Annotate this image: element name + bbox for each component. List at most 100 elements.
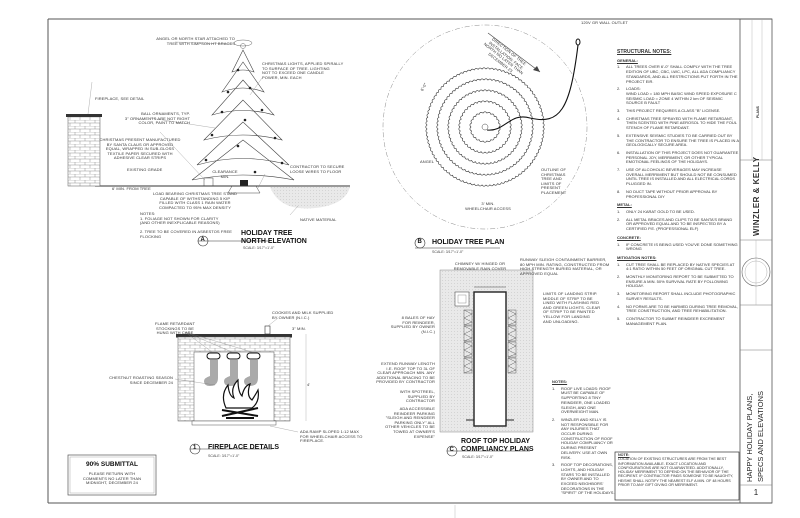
hay-bale [463,309,473,326]
marker-b-label: B [417,239,422,245]
marker-1-label: 1 [193,445,197,451]
direction-arrow [487,32,541,73]
general-note: ALL TREES OVER 6'-0" SHALL COMPLY WITH T… [626,64,738,84]
native-material [270,187,350,209]
general-note: INSTALLATION OF THIS PROJECT DOES NOT GU… [626,149,739,165]
mitigation-heading: MITIGATION NOTES: [617,254,657,260]
label-ornaments: BALL ORNAMENTS, TYP. 3" ORNAMENTS ARE NO… [124,111,190,126]
label-min: 3" MIN. [292,326,306,331]
roof-plan-title: ROOF TOP HOLIDAY COMPLIANCY PLANS [461,438,534,453]
firm-name: WINZLER & KELLY [752,156,761,236]
marker-a-label: A [200,237,205,243]
fireplace-scale: SCALE: 3/17"=1'-0" [208,454,240,458]
stamp-text: PLEASE RETURN WITH COMMENTS NO LATER THA… [82,471,142,486]
label-clearance: CLEARANCE MIN. [212,169,238,179]
ornaments [204,68,284,174]
general-note: USE OF ALCOHOLIC BEVERAGES MAY INCREASE … [626,167,737,187]
sheet-number: 1 [753,488,759,497]
label-native-material: NATIVE MATERIAL [300,217,337,222]
tree-ring [425,67,545,187]
structural-notes: STRUCTURAL NOTES: GENERAL: 1.ALL TREES O… [617,49,739,326]
hay-bale [507,309,517,326]
label-existing-grade: EXISTING GRADE [127,167,163,172]
extension-cord [486,44,579,131]
label-wires: CONTRACTOR TO SECURE LOOSE WIRES TO FLOO… [290,164,345,174]
roof-plan-scale: SCALE: 3/17"=1'-0" [462,455,494,459]
roof-note: ROOF TOP DECORATIONS, LIGHTS, AND HOLIDA… [561,462,615,496]
box-note-frame [614,451,740,501]
mitigation-note: CUT TREE SHALL BE REPLACED BY NATIVE SPE… [626,261,735,272]
star-icon [233,39,253,49]
sheet-border [47,18,773,504]
label-chestnut: CHESTNUT ROASTING SEASON SINCE DECEMBER … [109,375,173,385]
sheet-title-line2: SPECS AND ELEVATIONS [756,391,765,482]
metal-heading: METAL: [617,202,632,208]
sheet-status: PLANS [756,106,760,118]
roof-top-plan [439,269,534,457]
metal-note: ONLY 24 KARAT GOLD TO BE USED. [626,208,695,214]
general-note: LOADS: WIND LOAD = 180 MPH BASIC WIND SP… [626,86,737,106]
label-stand: LOAD BEARING CHRISTMAS TREE STAND CAPABL… [152,191,238,210]
holiday-tree-plan [382,24,588,249]
stocking-icons [204,352,261,386]
tree-ring [458,100,512,154]
hay-bales [463,309,517,374]
submittal-stamp [67,454,157,496]
label-angel-plan: ANGEL [420,159,435,164]
box-note-text: LOCATION OF EXISTING STRUCTURES ARE FROM… [618,457,734,488]
elevation-title: HOLIDAY TREE NORTH ELEVATION [241,230,307,245]
fireplace-title: FIREPLACE DETAILS [208,444,280,451]
general-note: CHRISTMAS TREE SPRAYED WITH FLAME RETARD… [626,115,737,131]
roof-note: WINZLER AND KELLY IS NOT RESPONSIBLE FOR… [561,416,613,460]
elevation-scale: SCALE: 3/17"=1'-0" [243,246,275,250]
general-note: EXTENSIVE SEISMIC STUDIES TO BE CARRIED … [626,132,739,148]
hay-bale [507,357,517,374]
ada-ramp [191,420,277,426]
label-present: CHRISTMAS PRESENT MANUFACTURED BY SANTA … [99,137,181,161]
structural-notes-title: STRUCTURAL NOTES: [617,49,672,55]
hay-bale [463,357,473,374]
label-chimney: CHIMNEY W/ HINGED OR REMOVABLE RAIN COVE… [453,261,507,271]
label-parking: ADA ACCESSIBLE REINDEER PARKING "SLEIGH … [385,406,435,439]
fireplace-chimney [67,115,101,187]
tree-ring [447,89,523,165]
hay-bale [463,341,473,358]
label-outline: OUTLINE OF CHRISTMAS TREE AND LIMITS OF … [541,167,567,195]
stamp-title: 90% SUBMITTAL [86,461,138,468]
outlet-icon [575,38,581,46]
mitigation-note: MONITORING REPORT SHALL INCLUDE PHOTOGRA… [626,291,736,301]
tree-outline-rings [425,67,545,187]
marker-c-label: C [449,447,454,453]
label-angel: ANGEL OR NORTH STAR ATTACHED TO TREE WIT… [156,36,235,46]
label-spotreel: WITH SPOTREEL, SUPPLIED BY CONTRACTOR [399,389,435,404]
label-barrier: RUNWAY SLEIGH CONTAINMENT BARRIER, 80 MP… [520,257,610,276]
general-heading: GENERAL: [617,57,638,63]
tree-ring [469,111,501,143]
cookies-milk-icon [264,325,271,335]
label-cookies: COOKIES AND MILK SUPPLIED BY OWNER (N.I.… [272,310,334,320]
sheet-title-line1: HAPPY HOLIDAY PLANS, [745,393,754,482]
concrete-heading: CONCRETE: [617,234,641,240]
label-hay: 8 BALES OF HAY FOR REINDEER, SUPPLIED BY… [390,315,435,334]
fire-icon [221,378,259,419]
holiday-tree-elevation [66,39,350,247]
present-icon [203,177,214,187]
roof-note: ROOF LIVE LOADS: ROOF MUST BE CAPABLE OF… [561,385,611,415]
label-access: 3' MIN. WHEELCHAIR ACCESS [465,201,511,211]
label-stockings: FLAME RETARDANT STOCKINGS TO BE HUNG WIT… [154,321,196,336]
roof-notes: NOTES: 1.ROOF LIVE LOADS: ROOF MUST BE C… [552,379,615,496]
mitigation-note: CONTRACTOR TO SUBMIT REINDEER EXCREMENT … [626,315,725,326]
tree-plan-title: HOLIDAY TREE PLAN [432,239,505,246]
label-runway: EXTEND RUNWAY LENGTH I.E. ROOF TOP TO 3L… [376,361,435,385]
chimney-icon [454,291,470,307]
label-lights: CHRISTMAS LIGHTS, APPLIED SPIRALLY TO SU… [262,61,344,80]
tree-ring [436,78,534,176]
mitigation-note: MONTHLY MONITORING REPORT TO BE SUBMITTE… [626,274,734,289]
box-note-heading: NOTE: [618,453,630,457]
general-note: NO DUCT TAPE WITHOUT PRIOR APPROVAL BY P… [626,188,718,199]
label-height: 4' [307,382,311,387]
general-note: THIS PROJECT REQUIRES A CLASS "B" LICENS… [626,108,721,114]
label-ramp: ADA RAMP SLOPED 1:12 MAX FOR WHEELCHAIR … [300,429,363,444]
